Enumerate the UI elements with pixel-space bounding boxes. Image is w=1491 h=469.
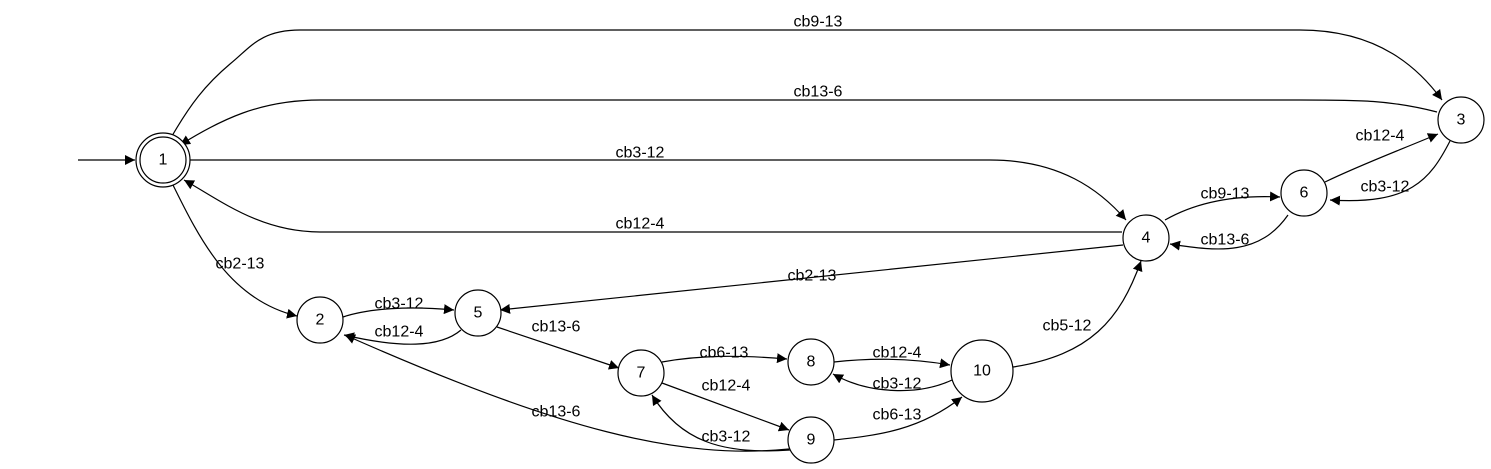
edge-6-to-4 [1169, 214, 1289, 251]
state-circle [950, 339, 1014, 403]
edge-3-to-6 [1329, 140, 1451, 206]
edge-8-to-10 [833, 358, 951, 369]
edge-4-to-6 [1164, 191, 1281, 221]
edge-label-8-to-10: cb12-4 [873, 345, 922, 362]
edge-5-to-2 [343, 329, 462, 345]
edge-label-4-to-5: cb2-13 [788, 268, 837, 285]
state-node-8[interactable]: 8 [787, 338, 835, 386]
state-label: 10 [973, 363, 991, 380]
edge-9-to-2 [344, 334, 790, 452]
edge-5-to-7 [496, 326, 620, 370]
edge-10-to-4 [1012, 260, 1143, 368]
state-label: 3 [1457, 112, 1466, 129]
edge-label-2-to-5: cb3-12 [375, 296, 424, 313]
state-node-10[interactable]: 10 [950, 339, 1014, 403]
edge-label-7-to-8: cb6-13 [700, 345, 749, 362]
state-node-7[interactable]: 7 [617, 349, 665, 397]
edge-4-to-1 [183, 179, 1122, 233]
edge-label-3-to-6: cb3-12 [1361, 179, 1410, 196]
edge-label-6-to-4: cb13-6 [1201, 232, 1250, 249]
edge-label-5-to-7: cb13-6 [532, 319, 581, 336]
edge-2-to-5 [342, 304, 455, 318]
edge-9-to-7 [651, 394, 791, 452]
state-circle [1122, 214, 1170, 262]
state-node-1[interactable]: 1 [135, 132, 191, 188]
nodes-layer: 1 2 3 4 5 6 7 8 9 10 [135, 96, 1485, 464]
state-node-4[interactable]: 4 [1122, 214, 1170, 262]
state-circle [617, 349, 665, 397]
edge-10-to-8 [832, 373, 953, 392]
state-label: 7 [637, 365, 646, 382]
edge-6-to-3 [1324, 133, 1439, 183]
edge-1-to-3 [171, 29, 1443, 137]
edge-4-to-5 [499, 244, 1124, 314]
state-circle [139, 136, 187, 184]
edge-label-10-to-8: cb3-12 [873, 376, 922, 393]
state-node-6[interactable]: 6 [1280, 169, 1328, 217]
edge-label-9-to-2: cb13-6 [532, 404, 581, 421]
edge-label-4-to-1: cb12-4 [616, 216, 665, 233]
edge-label-4-to-6: cb9-13 [1201, 186, 1250, 203]
state-label: 2 [316, 312, 325, 329]
state-circle [454, 289, 502, 337]
state-label: 6 [1300, 185, 1309, 202]
edge-label-1-to-2: cb2-13 [216, 256, 265, 273]
state-node-3[interactable]: 3 [1437, 96, 1485, 144]
edge-label-7-to-9: cb12-4 [702, 378, 751, 395]
edge-7-to-8 [661, 353, 788, 364]
edge-1-to-2 [171, 182, 298, 319]
edge-1-to-4 [189, 159, 1127, 221]
edge-label-10-to-4: cb5-12 [1043, 318, 1092, 335]
edge-label-9-to-7: cb3-12 [702, 429, 751, 446]
edge-label-9-to-10: cb6-13 [873, 407, 922, 424]
state-node-9[interactable]: 9 [787, 416, 835, 464]
state-label: 5 [474, 305, 483, 322]
state-node-2[interactable]: 2 [296, 296, 344, 344]
edge-label-6-to-3: cb12-4 [1356, 128, 1405, 145]
edge-9-to-10 [833, 396, 963, 441]
edge-labels-layer: cb9-13 cb13-6 cb3-12 cb12-4 cb2-13 cb3-12 cb12… [216, 14, 1410, 446]
edge-label-5-to-2: cb12-4 [375, 324, 424, 341]
state-circle [296, 296, 344, 344]
state-label: 8 [807, 354, 816, 371]
edge-3-to-1 [179, 99, 1438, 146]
state-label: 1 [159, 152, 168, 169]
state-circle [1437, 96, 1485, 144]
edge-label-1-to-4: cb3-12 [616, 145, 665, 162]
state-node-5[interactable]: 5 [454, 289, 502, 337]
state-circle [787, 338, 835, 386]
edge-label-1-to-3: cb9-13 [794, 14, 843, 31]
state-label: 4 [1142, 230, 1151, 247]
edge-7-to-9 [661, 382, 790, 432]
edges-layer [78, 29, 1451, 452]
state-label: 9 [807, 432, 816, 449]
edge-label-3-to-1: cb13-6 [794, 84, 843, 101]
state-circle [787, 416, 835, 464]
state-circle [1280, 169, 1328, 217]
